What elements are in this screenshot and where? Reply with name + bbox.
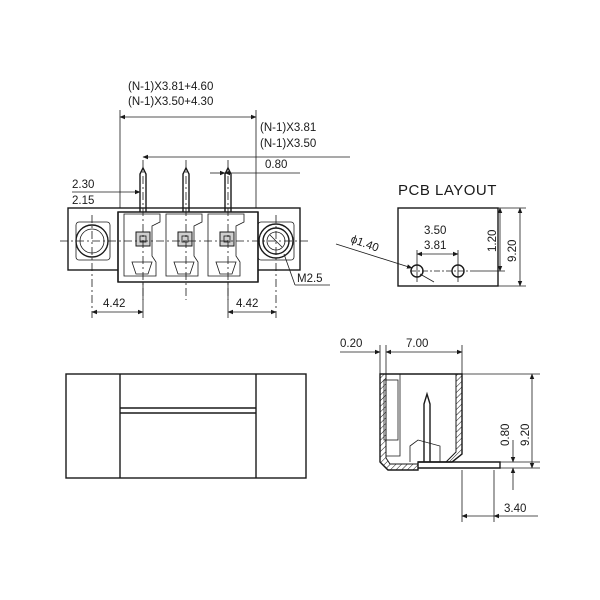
pcb-hole-diameter: ϕ1.40 (349, 234, 380, 255)
side-dim-height: 9.20 (520, 424, 532, 446)
side-view: 0.20 7.00 0.80 9.20 3.40 (340, 338, 540, 522)
dim-pitch-1: (N-1)X3.81 (260, 122, 316, 134)
dim-left-1: 2.30 (72, 179, 94, 191)
dim-pitch-2: (N-1)X3.50 (260, 138, 316, 150)
pins (139, 166, 232, 212)
pcb-pitch-1: 3.50 (424, 225, 446, 237)
screw-label: M2.5 (297, 273, 323, 285)
front-view: (N-1)X3.81+4.60 (N-1)X3.50+4.30 (N-1)X3.… (60, 81, 350, 318)
screw-icon (219, 231, 235, 247)
side-pin (423, 391, 431, 462)
terminal-slots (123, 213, 245, 277)
pcb-height-1: 1.20 (487, 230, 499, 252)
side-dim-pin-thickness: 0.80 (500, 424, 512, 446)
pcb-pitch-2: 3.81 (424, 240, 446, 252)
dim-edge-right: 4.42 (236, 298, 258, 310)
dim-left-2: 2.15 (72, 195, 94, 207)
centerlines (60, 160, 310, 318)
rear-outline (65, 373, 307, 479)
side-dim-bottom: 3.40 (504, 503, 526, 515)
pcb-layout-title: PCB LAYOUT (398, 182, 497, 199)
screw-icon (177, 231, 193, 247)
lead-pin (418, 461, 501, 469)
pcb-outline (397, 207, 499, 287)
rear-view (65, 373, 307, 479)
pcb-layout: PCB LAYOUT 3.50 3.81 ϕ1.40 1.20 9.20 (335, 182, 526, 287)
side-dim-small: 0.20 (340, 338, 362, 350)
housing-outline (117, 211, 259, 283)
dim-pin-width: 0.80 (265, 159, 287, 171)
dim-edge-left: 4.42 (103, 298, 125, 310)
side-dim-width: 7.00 (406, 338, 428, 350)
dim-overall-1: (N-1)X3.81+4.60 (128, 81, 213, 93)
dim-overall-2: (N-1)X3.50+4.30 (128, 96, 213, 108)
pcb-height-2: 9.20 (507, 240, 519, 262)
